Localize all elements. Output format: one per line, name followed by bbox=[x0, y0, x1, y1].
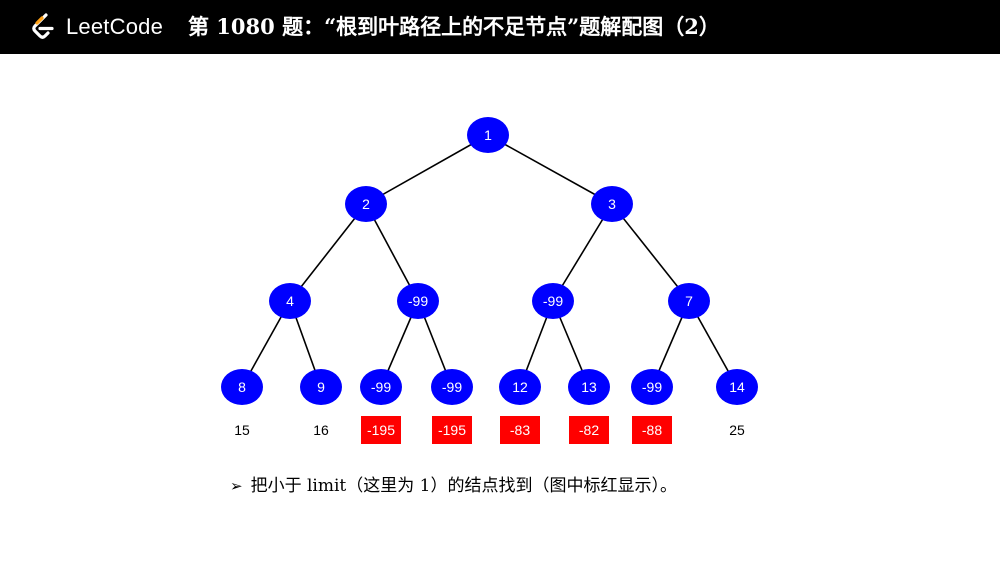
insufficient-path-sum: -82 bbox=[569, 416, 609, 444]
tree-node-circle bbox=[568, 369, 610, 405]
tree-edge bbox=[611, 203, 690, 302]
highlight-box bbox=[569, 416, 609, 444]
insufficient-path-sum: -83 bbox=[500, 416, 540, 444]
tree-node: 12 bbox=[499, 369, 541, 405]
path-sum-value: -82 bbox=[579, 422, 599, 438]
tree-node-value: 12 bbox=[512, 379, 528, 395]
tree-edge bbox=[552, 203, 613, 302]
path-sum-value: -195 bbox=[367, 422, 395, 438]
tree-node-value: 3 bbox=[608, 196, 616, 212]
tree-node: 4 bbox=[269, 283, 311, 319]
path-sums: 15 16 -195 -195 -83 -82 -88 25 bbox=[234, 416, 745, 444]
tree-node-value: 9 bbox=[317, 379, 325, 395]
bullet-arrow-icon: ➢ bbox=[230, 477, 243, 495]
tree-node-circle bbox=[397, 283, 439, 319]
path-sum-value: 25 bbox=[729, 422, 745, 438]
tree-node: 13 bbox=[568, 369, 610, 405]
tree-node-circle bbox=[431, 369, 473, 405]
path-sum: 16 bbox=[313, 422, 329, 438]
tree-node-circle bbox=[668, 283, 710, 319]
tree-node-circle bbox=[269, 283, 311, 319]
path-sum-value: 16 bbox=[313, 422, 329, 438]
tree-node-value: 13 bbox=[581, 379, 597, 395]
path-sum-value: -88 bbox=[642, 422, 662, 438]
tree-node: -99 bbox=[532, 283, 574, 319]
tree-edge bbox=[289, 203, 367, 302]
highlight-box bbox=[432, 416, 472, 444]
insufficient-path-sum: -195 bbox=[432, 416, 472, 444]
tree-node-circle bbox=[221, 369, 263, 405]
tree-node-value: -99 bbox=[371, 379, 391, 395]
tree-node: 8 bbox=[221, 369, 263, 405]
tree-node: -99 bbox=[431, 369, 473, 405]
tree-node: 2 bbox=[345, 186, 387, 222]
tree-node: -99 bbox=[360, 369, 402, 405]
brand-name: LeetCode bbox=[66, 14, 164, 39]
header-bar: LeetCode 第 1080 题：“根到叶路径上的不足节点”题解配图（2） bbox=[0, 0, 1000, 54]
tree-node-value: -99 bbox=[408, 293, 428, 309]
tree-node-circle bbox=[467, 117, 509, 153]
tree-edges bbox=[241, 134, 738, 388]
tree-node-value: 2 bbox=[362, 196, 370, 212]
tree-node-circle bbox=[532, 283, 574, 319]
tree-node: 1 bbox=[467, 117, 509, 153]
highlight-box bbox=[361, 416, 401, 444]
tree-node-value: -99 bbox=[442, 379, 462, 395]
caption-text: 把小于 limit（这里为 1）的结点找到（图中标红显示）。 bbox=[250, 476, 677, 496]
insufficient-path-sum: -195 bbox=[361, 416, 401, 444]
path-sum: 25 bbox=[729, 422, 745, 438]
highlight-box bbox=[632, 416, 672, 444]
caption: ➢ 把小于 limit（这里为 1）的结点找到（图中标红显示）。 bbox=[230, 474, 677, 498]
tree-node: 3 bbox=[591, 186, 633, 222]
tree-node-value: -99 bbox=[543, 293, 563, 309]
insufficient-path-sum: -88 bbox=[632, 416, 672, 444]
tree-node-value: 1 bbox=[484, 127, 492, 143]
tree-node-circle bbox=[499, 369, 541, 405]
tree-node-value: 8 bbox=[238, 379, 246, 395]
highlight-box bbox=[500, 416, 540, 444]
tree-node: -99 bbox=[397, 283, 439, 319]
tree-node-circle bbox=[360, 369, 402, 405]
tree-node-circle bbox=[345, 186, 387, 222]
tree-node-circle bbox=[716, 369, 758, 405]
path-sum-value: -83 bbox=[510, 422, 530, 438]
path-sum-value: 15 bbox=[234, 422, 250, 438]
tree-node: 9 bbox=[300, 369, 342, 405]
tree-node: -99 bbox=[631, 369, 673, 405]
tree-node-circle bbox=[591, 186, 633, 222]
tree-node: 7 bbox=[668, 283, 710, 319]
leetcode-logo-icon bbox=[28, 12, 58, 42]
page-title: 第 1080 题：“根到叶路径上的不足节点”题解配图（2） bbox=[188, 14, 720, 39]
path-sum-value: -195 bbox=[438, 422, 466, 438]
path-sum: 15 bbox=[234, 422, 250, 438]
tree-edge bbox=[365, 134, 489, 205]
tree-edge bbox=[487, 134, 613, 205]
tree-node-circle bbox=[300, 369, 342, 405]
tree-node-value: -99 bbox=[642, 379, 662, 395]
tree-node-value: 7 bbox=[685, 293, 693, 309]
tree-node-value: 4 bbox=[286, 293, 294, 309]
tree-node-circle bbox=[631, 369, 673, 405]
tree-node: 14 bbox=[716, 369, 758, 405]
tree-node-value: 14 bbox=[729, 379, 745, 395]
